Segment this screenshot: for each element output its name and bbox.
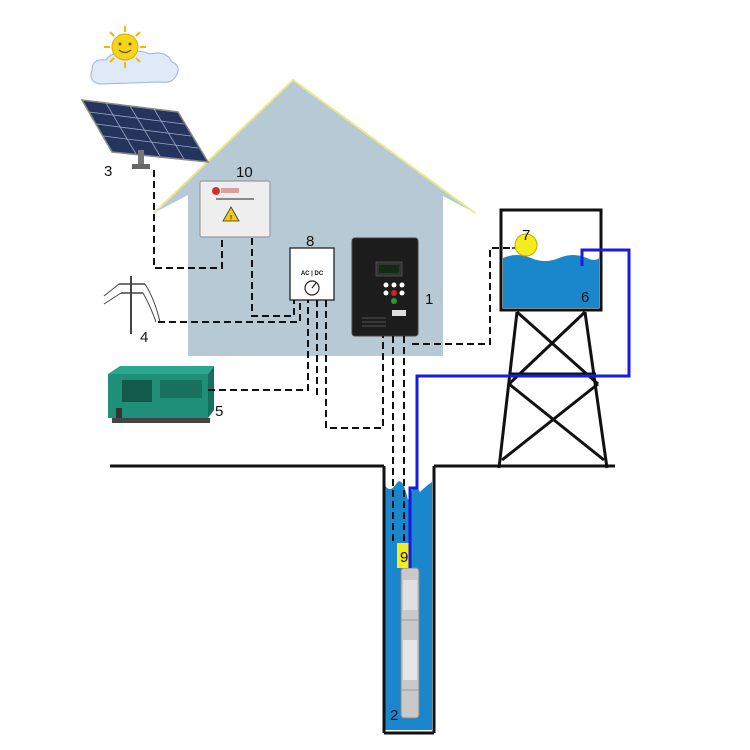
label-solar-panel: 3 [104,163,112,180]
control-wiring [153,170,512,545]
label-inverter: 1 [425,291,433,308]
label-ac-dc-switch: 8 [306,233,314,250]
combiner-box-icon: ! [199,180,271,238]
ac-dc-switch-icon: AC | DC [289,247,335,301]
submersible-pump-icon [400,567,420,719]
solar-panel-icon [80,99,210,169]
water-tower-icon [497,208,609,469]
label-combiner-box: 10 [236,164,253,181]
generator-icon [108,366,214,423]
float-switch-icon [514,233,538,257]
utility-pole-icon [103,276,161,334]
label-generator: 5 [215,403,223,420]
level-sensor-icon [397,543,411,568]
label-float-switch: 7 [522,227,530,244]
ac-dc-switch-text: AC | DC [301,271,324,277]
label-probe: 9 [400,549,408,566]
label-pump: 2 [390,707,398,724]
svg-text:!: ! [230,216,232,222]
water-pipe [408,248,631,568]
label-grid: 4 [140,329,148,346]
label-water-tank: 6 [581,289,589,306]
sun-cloud-icon [90,26,179,85]
inverter-icon [351,237,419,337]
